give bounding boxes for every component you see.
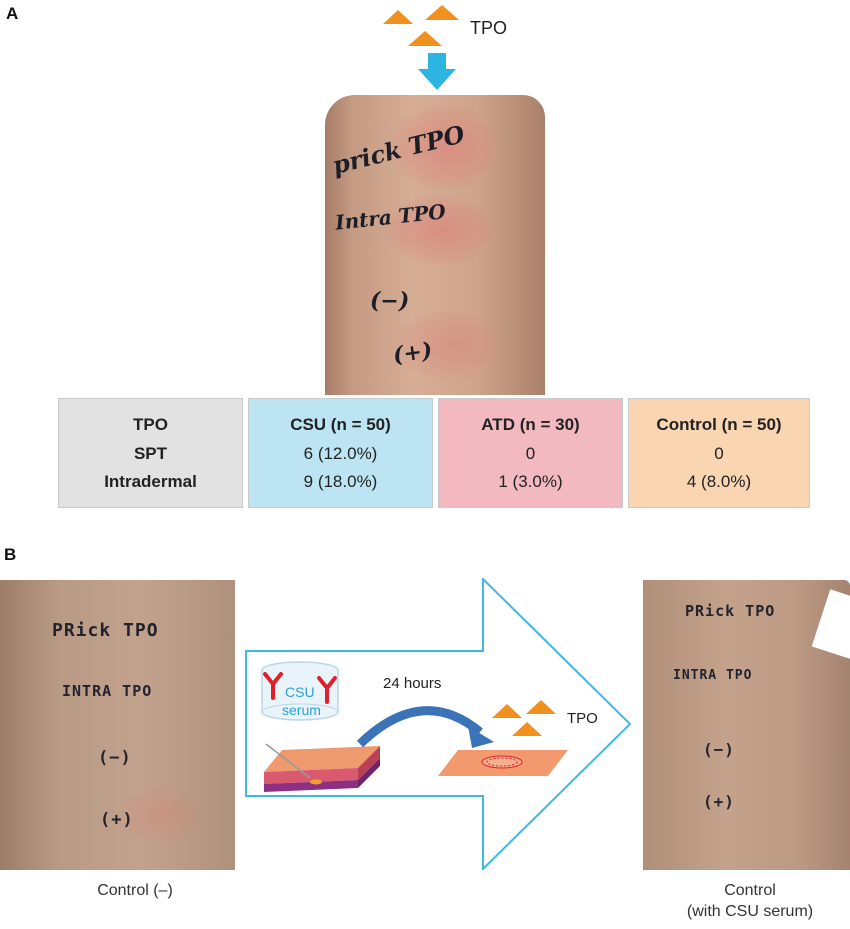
- tpo-label-top: TPO: [470, 18, 508, 38]
- time-label: 24 hours: [383, 675, 442, 692]
- caption-control-right-line1: Control: [724, 882, 776, 899]
- column-header-csu: CSU (n = 50): [290, 415, 391, 434]
- arm-photo-a: prick TPO Intra TPO (−) (+): [325, 95, 545, 395]
- antibody-icon: [317, 676, 337, 704]
- skin-injection-icon: [264, 743, 380, 792]
- left-arm-annotation-negative: (−): [98, 748, 132, 768]
- right-arm-annotation-negative: (−): [703, 740, 735, 759]
- right-arm-annotation-prick: PRick TPO: [685, 602, 776, 620]
- table-row-labels: TPO SPT Intradermal: [58, 398, 243, 508]
- arm-photo-control: PRick TPO INTRA TPO (−) (+): [0, 580, 235, 870]
- table-column-atd: ATD (n = 30) 0 1 (3.0%): [438, 398, 623, 508]
- curved-arrow-icon: [356, 706, 494, 748]
- skin-reaction-icon: [438, 750, 568, 776]
- control-intradermal-value: 4 (8.0%): [686, 472, 752, 491]
- process-arrow: [245, 578, 632, 870]
- control-spt-value: 0: [714, 444, 724, 463]
- vial-text-serum: serum: [282, 702, 321, 718]
- caption-control-left: Control (–): [97, 882, 173, 899]
- right-arm-annotation-intra: INTRA TPO: [673, 668, 753, 683]
- table-column-control: Control (n = 50) 0 4 (8.0%): [628, 398, 810, 508]
- panel-a-label: A: [6, 4, 19, 23]
- tpo-triangles-icon: [383, 5, 459, 46]
- left-arm-annotation-positive: (+): [100, 810, 134, 830]
- right-arm-annotation-positive: (+): [703, 792, 735, 811]
- csu-spt-value: 6 (12.0%): [303, 444, 378, 463]
- arm-annotation-negative: (−): [370, 288, 410, 314]
- tpo-triangles-icon: [492, 700, 556, 736]
- atd-spt-value: 0: [525, 444, 536, 463]
- vial-text-csu: CSU: [285, 684, 315, 700]
- atd-intradermal-value: 1 (3.0%): [498, 472, 563, 491]
- left-arm-annotation-prick: PRick TPO: [52, 620, 159, 641]
- row-label-tpo: TPO: [133, 415, 168, 434]
- left-arm-annotation-intra: INTRA TPO: [62, 682, 153, 700]
- panel-b-label: B: [4, 545, 17, 564]
- caption-control-right-line2: (with CSU serum): [686, 903, 814, 920]
- arm-annotation-positive: (+): [391, 337, 434, 369]
- row-label-intradermal: Intradermal: [104, 472, 197, 491]
- table-column-csu: CSU (n = 50) 6 (12.0%) 9 (18.0%): [248, 398, 433, 508]
- csu-serum-vial-icon: [261, 661, 339, 721]
- row-label-spt: SPT: [133, 444, 168, 463]
- column-header-control: Control (n = 50): [656, 415, 782, 434]
- arm-photo-with-serum: PRick TPO INTRA TPO (−) (+): [643, 580, 850, 870]
- csu-intradermal-value: 9 (18.0%): [303, 472, 378, 491]
- down-arrow-icon: [418, 53, 456, 90]
- diagram-tpo-label: TPO: [567, 710, 598, 727]
- antibody-icon: [263, 672, 283, 700]
- column-header-atd: ATD (n = 30): [481, 415, 580, 434]
